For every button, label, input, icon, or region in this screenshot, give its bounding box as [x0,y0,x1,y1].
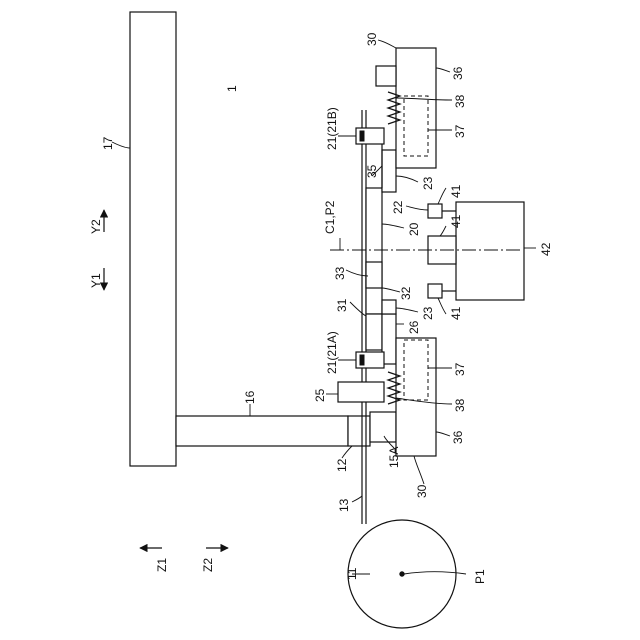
clamp-21b-inner [360,131,364,141]
lead-32 [382,288,400,292]
label-13: 13 [337,498,351,512]
label-device: 1 [225,85,239,92]
label-22: 22 [391,200,405,214]
label-32: 32 [399,286,413,300]
label-26: 26 [407,320,421,334]
lead-36a [436,68,450,72]
lead-23b [396,308,418,312]
plate-17 [130,12,176,466]
label-15a: 15A [387,447,401,468]
label-37a: 37 [453,124,467,138]
label-31: 31 [335,298,349,312]
label-11: 11 [345,567,359,580]
pin-41-c [428,284,442,298]
label-20: 20 [407,222,421,236]
label-36b: 36 [451,430,465,444]
lead-23a [396,176,418,182]
housing-36-top [396,48,436,168]
label-25: 25 [313,388,327,402]
member-31 [366,314,382,350]
block-42 [456,202,524,300]
lead-20 [382,224,404,228]
label-30b: 30 [415,484,429,498]
label-y2: Y2 [89,219,103,234]
label-30a: 30 [365,32,379,46]
label-16: 16 [243,390,257,404]
label-21b: 21(21B) [325,107,339,150]
label-35: 35 [365,164,379,178]
label-23a: 23 [421,176,435,190]
wheel-center-p1 [400,572,404,576]
label-z1: Z1 [155,558,169,572]
plate-23-top [382,150,396,192]
plate-23-bottom [382,300,396,314]
lead-13 [352,496,362,502]
part-25 [338,382,384,402]
lead-36b [436,432,450,436]
label-17: 17 [101,136,115,150]
lead-12 [342,446,352,458]
label-38b: 38 [453,398,467,412]
part-15a [370,412,396,442]
label-41b: 41 [449,214,463,228]
knob-top [376,66,396,86]
label-12: 12 [335,458,349,472]
label-21a: 21(21A) [325,331,339,374]
block-12 [348,416,370,446]
label-36a: 36 [451,66,465,80]
lead-41b [440,226,446,236]
label-38a: 38 [453,94,467,108]
label-23b: 23 [421,306,435,320]
lead-41a [438,188,446,204]
member-33 [366,262,382,288]
clamp-21a-inner [360,355,364,365]
lead-22 [406,206,428,210]
lead-30b [414,456,424,484]
label-42: 42 [539,242,553,256]
pin-41-a [428,204,442,218]
label-33: 33 [333,266,347,280]
label-41a: 41 [449,184,463,198]
label-37b: 37 [453,362,467,376]
label-p1: P1 [473,569,487,584]
lead-33 [346,270,368,276]
member-20 [366,188,382,314]
label-41c: 41 [449,306,463,320]
label-y1: Y1 [89,273,103,288]
lead-31 [350,302,366,316]
lead-30a [378,40,396,48]
label-axis: C1,P2 [323,200,337,234]
arm-16 [176,416,348,446]
housing-36-bottom [396,338,436,456]
lead-41c [438,298,446,314]
label-z2: Z2 [201,558,215,572]
